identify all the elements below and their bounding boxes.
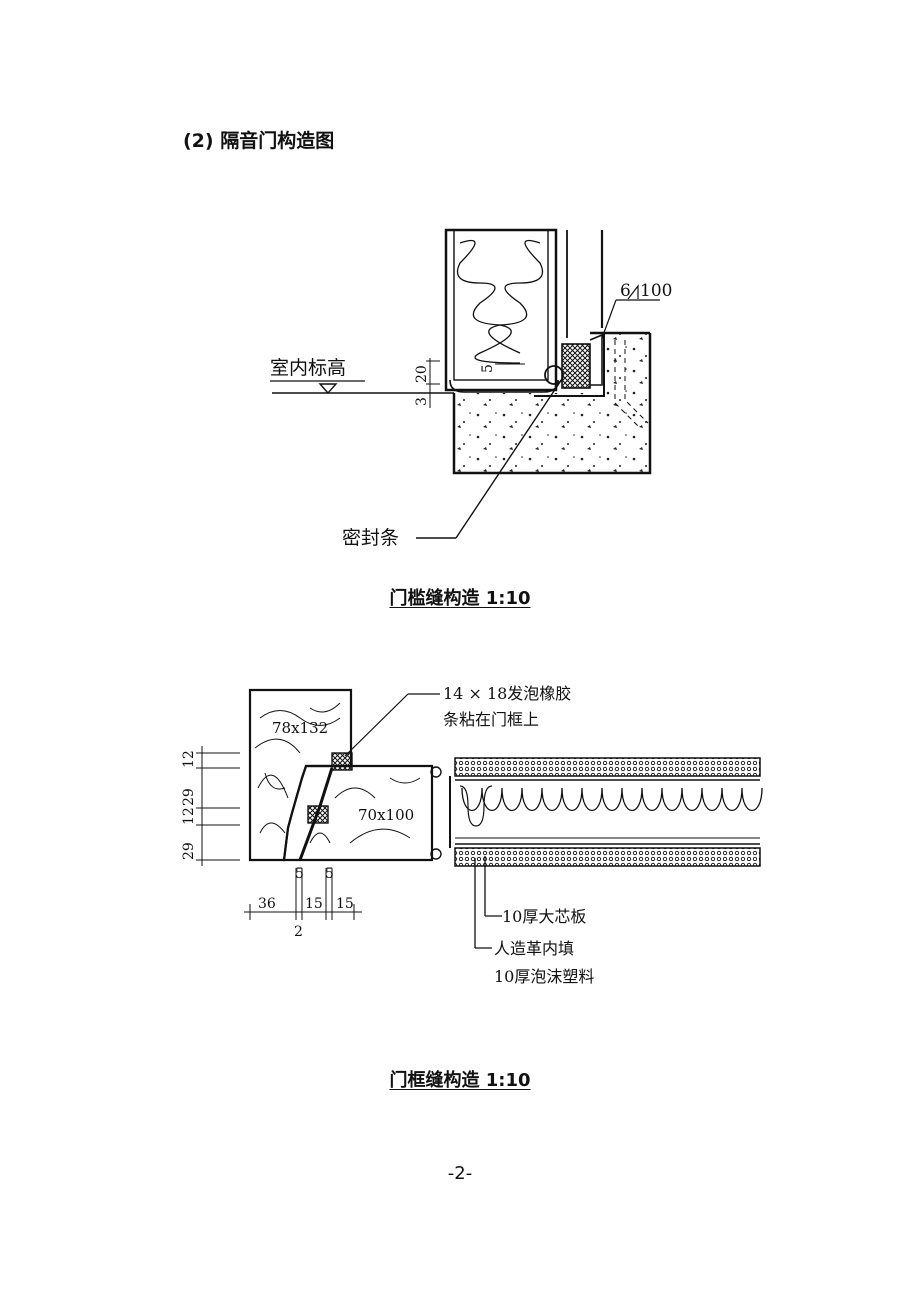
svg-text:29: 29 [181,842,197,860]
svg-text:36: 36 [258,896,276,912]
svg-text:29: 29 [181,788,197,806]
indoor-level-label: 室内标高 [270,357,346,379]
leather-label-2: 10厚泡沫塑料 [494,967,594,986]
svg-text:5: 5 [325,866,334,882]
svg-text:3: 3 [414,397,430,406]
frame-seal-drawing: 78x132 70x100 14 × 18发泡橡胶 条粘在门框上 10厚大芯板 … [140,628,780,992]
figure2-caption: 门框缝构造 1:10 [389,1070,531,1091]
figure1-caption: 门槛缝构造 1:10 [389,588,531,609]
core-board-label: 10厚大芯板 [502,907,586,926]
frame-size-label: 78x132 [272,719,328,737]
svg-text:2: 2 [294,924,303,940]
stop-size-label: 70x100 [358,806,414,824]
floor-concrete [454,393,650,473]
leather-label-1: 人造革内填 [494,939,574,958]
svg-text:100: 100 [640,281,672,301]
svg-text:6: 6 [620,281,631,301]
svg-text:15: 15 [305,896,323,912]
foam-insulation [461,787,763,811]
foam-rubber-label-2: 条粘在门框上 [443,710,539,729]
threshold-seal-drawing: 室内标高 6 100 20 3 5 密封条 [240,168,680,563]
foam-rubber-label-1: 14 × 18发泡橡胶 [443,684,571,703]
svg-text:12: 12 [181,750,197,768]
seal-strip-hatch [561,343,591,389]
page-number: -2- [447,1163,473,1184]
svg-text:20: 20 [414,365,430,383]
seal-strip-label: 密封条 [342,527,399,549]
svg-text:12: 12 [181,807,197,825]
svg-text:15: 15 [336,896,354,912]
section-heading: (2) 隔音门构造图 [183,130,335,152]
svg-text:5: 5 [295,866,304,882]
door-stop [282,764,434,862]
svg-text:5: 5 [480,364,496,373]
